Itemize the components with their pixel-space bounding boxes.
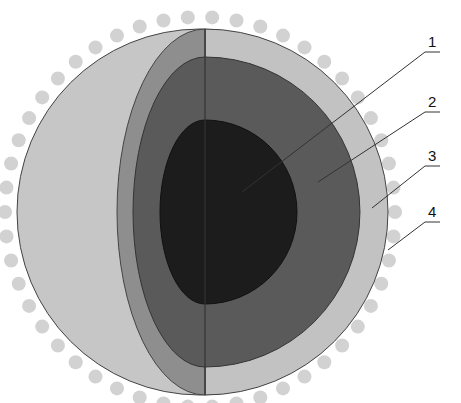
surface-dot <box>253 391 267 403</box>
surface-dot <box>89 40 103 54</box>
surface-dot <box>230 14 244 28</box>
leader-line <box>372 166 440 208</box>
surface-dot <box>382 254 396 268</box>
surface-dot <box>51 72 65 86</box>
surface-dot <box>89 370 103 384</box>
surface-dot <box>0 205 12 219</box>
surface-dot <box>35 320 49 334</box>
surface-dot <box>335 72 349 86</box>
surface-dot <box>276 29 290 43</box>
surface-dot <box>157 14 171 28</box>
cut-line <box>204 29 205 395</box>
surface-dot <box>12 133 26 147</box>
surface-dot <box>317 355 331 369</box>
surface-dot <box>35 90 49 104</box>
surface-dot <box>4 157 18 171</box>
surface-dot <box>4 254 18 268</box>
surface-dot <box>364 299 378 313</box>
leader-line <box>242 52 440 192</box>
surface-dot <box>181 10 195 24</box>
surface-dot <box>205 400 219 403</box>
surface-dots <box>0 10 402 403</box>
surface-dot <box>69 55 83 69</box>
shell-2 <box>133 57 360 367</box>
callout-number: 4 <box>428 204 436 219</box>
callout-number: 1 <box>428 34 436 49</box>
leader-lines <box>242 52 440 250</box>
surface-dot <box>133 391 147 403</box>
surface-dot <box>382 157 396 171</box>
leader-line <box>388 222 440 250</box>
surface-dot <box>388 205 402 219</box>
surface-dot <box>22 111 36 125</box>
callout-number: 3 <box>428 148 436 163</box>
surface-dot <box>110 381 124 395</box>
surface-dot <box>12 277 26 291</box>
leader-line <box>318 112 440 182</box>
surface-dot <box>205 10 219 24</box>
surface-dot <box>298 40 312 54</box>
surface-dot <box>387 229 401 243</box>
surface-dot <box>69 355 83 369</box>
surface-dot <box>0 229 14 243</box>
surface-dot <box>351 320 365 334</box>
surface-dot <box>364 111 378 125</box>
surface-dot <box>51 339 65 353</box>
surface-dot <box>0 181 14 195</box>
callout-number: 2 <box>428 94 436 109</box>
surface-dot <box>22 299 36 313</box>
core-1 <box>160 120 297 304</box>
surface-dot <box>317 55 331 69</box>
surface-dot <box>298 370 312 384</box>
surface-dot <box>110 29 124 43</box>
surface-dot <box>157 397 171 403</box>
surface-dot <box>351 90 365 104</box>
surface-dot <box>133 20 147 34</box>
surface-dot <box>253 20 267 34</box>
surface-dot <box>276 381 290 395</box>
surface-dot <box>374 277 388 291</box>
surface-dot <box>230 397 244 403</box>
surface-dot <box>335 339 349 353</box>
surface-dot <box>181 400 195 403</box>
